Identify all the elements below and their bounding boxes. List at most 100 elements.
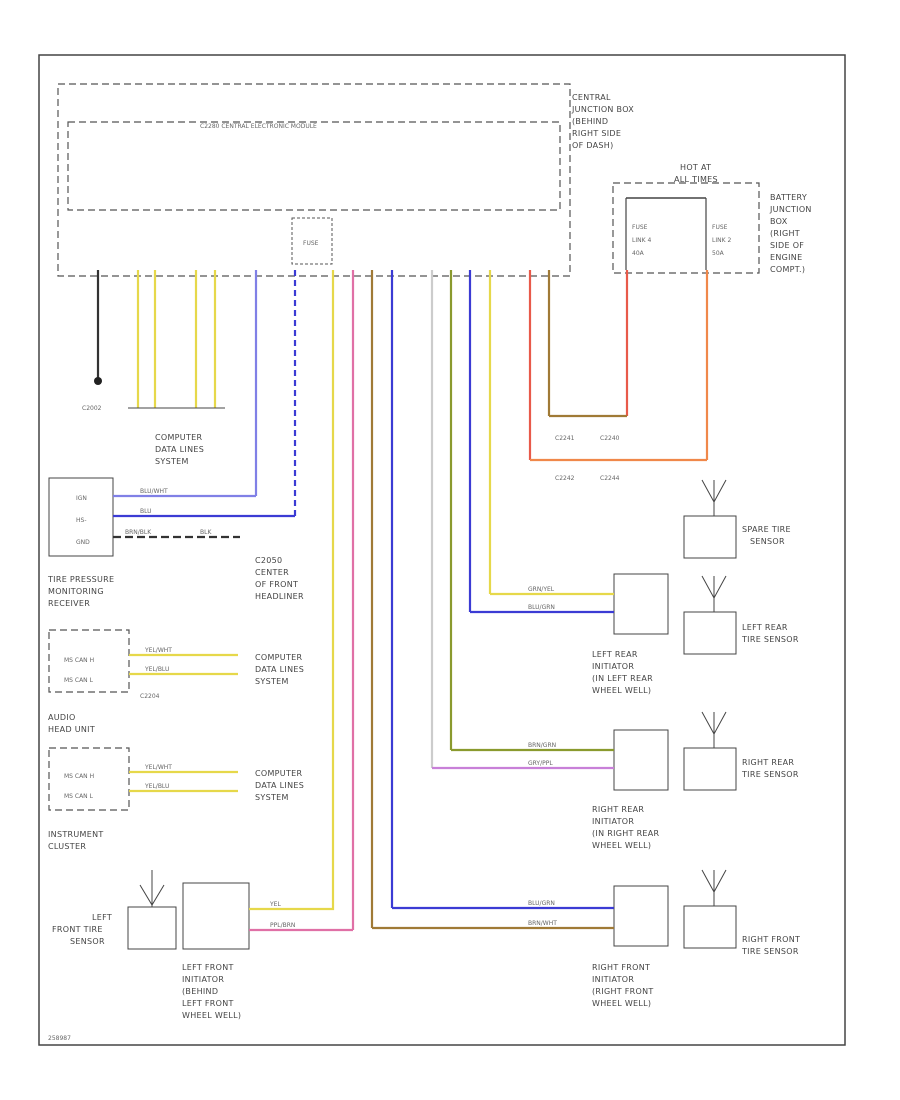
cjb-wires [96,270,709,930]
cdl1-label: COMPUTER [155,433,203,442]
lf-sensor-label: SENSOR [70,937,105,946]
tpms-pin: IGN [76,495,87,502]
lr-initiator-label: INITIATOR [592,662,634,671]
rr-sensor-label: TIRE SENSOR [741,770,799,779]
wire-label: PPL/BRN [270,922,295,929]
lr-sensor-label: LEFT REAR [742,623,788,632]
wire-label: GRY/PPL [528,760,553,767]
instrument-cluster [48,747,130,811]
audio-head-unit [48,629,130,693]
cluster-pin: MS CAN L [64,793,94,800]
splice-label: C2244 [600,475,620,482]
cdl2-label: SYSTEM [255,677,289,686]
rr-initiator [613,729,669,791]
cdl3-label: DATA LINES [255,781,304,790]
lf-sensor [127,906,177,950]
bjb-line: (RIGHT [770,229,800,238]
ground-mid-label: CENTER [255,568,289,577]
wire-label: BRN/WHT [528,920,557,927]
cdl2-label: DATA LINES [255,665,304,674]
battery-junction-box [612,182,760,274]
cjb-label: CENTRAL JUNCTION BOX (BEHIND RIGHT SIDE … [571,93,634,150]
lf-initiator-label: (BEHIND [182,987,218,996]
cdl3-label: SYSTEM [255,793,289,802]
lr-initiator-label: WHEEL WELL) [592,686,651,695]
lf-initiator-label: LEFT FRONT [182,963,234,972]
fuse-label: FUSE [303,240,319,247]
wire-label: BLU/WHT [140,488,168,495]
cluster-label: INSTRUMENT [48,830,104,839]
audio-conn: C2204 [140,693,160,700]
spare-tire-sensor: SPARE TIRE SENSOR [683,479,791,559]
rr-tire-sensor: RIGHT REAR TIRE SENSOR [683,711,799,791]
central-junction-box [57,83,571,277]
fuse-link-a: 40A [632,250,645,257]
fuse-link-b: FUSE [712,224,728,231]
audio-pin: MS CAN L [64,677,94,684]
spare-sensor-label: SPARE TIRE [742,525,791,534]
fuse-link-a: LINK 4 [632,237,651,244]
rf-initiator [613,885,669,947]
rf-initiator-label: INITIATOR [592,975,634,984]
bjb-hot: HOT AT [680,163,711,172]
bjb-line: BOX [770,217,788,226]
cluster-label: CLUSTER [48,842,86,851]
fuse-link-b: 50A [712,250,725,257]
wire-label: BLU/GRN [528,604,555,611]
rr-initiator-label: RIGHT REAR [592,805,644,814]
spare-sensor-label: SENSOR [750,537,785,546]
splice-label: C2242 [555,475,575,482]
wire-label: YEL/BLU [144,783,169,790]
ground-mid-label: C2050 [255,556,282,565]
wire-label: GRN/YEL [528,586,555,593]
lf-sensor-label: LEFT [92,913,112,922]
lf-sensor-label: FRONT TIRE [52,925,103,934]
cluster-pin: MS CAN H [64,773,94,780]
lf-initiator-label: INITIATOR [182,975,224,984]
wire-label: YEL [269,901,281,908]
wire-label: YEL/BLU [144,666,169,673]
cdl2-label: COMPUTER [255,653,303,662]
bjb-hot: ALL TIMES [674,175,718,184]
bjb-line: COMPT.) [770,265,805,274]
lf-initiator-label: LEFT FRONT [182,999,234,1008]
tpms-pin: HS- [76,517,87,524]
audio-label: HEAD UNIT [48,725,95,734]
wire-label: BLU [140,508,152,515]
wire-label: BLK [200,529,212,536]
lf-initiator-label: WHEEL WELL) [182,1011,241,1020]
lr-initiator-label: LEFT REAR [592,650,638,659]
rf-sensor-label: RIGHT FRONT [742,935,800,944]
bjb-line: ENGINE [770,253,802,262]
rf-sensor-label: TIRE SENSOR [741,947,799,956]
wire-label: BRN/BLK [125,529,152,536]
lr-initiator-label: (IN LEFT REAR [592,674,653,683]
audio-pin: MS CAN H [64,657,94,664]
tpms-label: MONITORING [48,587,104,596]
rf-tire-sensor: RIGHT FRONT TIRE SENSOR [683,869,800,956]
lr-initiator [613,573,669,635]
splice-label: C2241 [555,435,575,442]
lr-tire-sensor: LEFT REAR TIRE SENSOR [683,575,799,655]
cdl3-label: COMPUTER [255,769,303,778]
bcm-title: C2280 CENTRAL ELECTRONIC MODULE [200,123,317,130]
body-control-module [67,121,561,211]
audio-label: AUDIO [48,713,76,722]
ground-top-label: C2002 [82,405,102,412]
footer-code: 258987 [48,1035,71,1042]
lr-sensor-label: TIRE SENSOR [741,635,799,644]
bjb-line: BATTERY [770,193,807,202]
cjb-line: (BEHIND [572,117,608,126]
ground-mid-label: HEADLINER [255,592,304,601]
cdl1-label: DATA LINES [155,445,204,454]
rr-initiator-label: (IN RIGHT REAR [592,829,660,838]
cjb-line: CENTRAL [572,93,611,102]
rr-initiator-label: INITIATOR [592,817,634,826]
wire-label: YEL/WHT [144,647,172,654]
rf-initiator-label: (RIGHT FRONT [592,987,654,996]
splice-label: C2240 [600,435,620,442]
tpms-receiver [48,477,114,557]
lf-initiator [182,882,250,950]
tpms-label: TIRE PRESSURE [47,575,114,584]
cdl1-label: SYSTEM [155,457,189,466]
